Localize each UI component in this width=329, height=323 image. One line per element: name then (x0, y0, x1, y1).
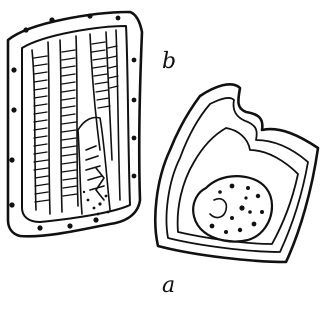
figure-a-nucleus-fold (210, 199, 226, 218)
label-a: a (162, 273, 175, 298)
figure-b-longitudinal-section: b (8, 12, 176, 236)
label-b: b (162, 49, 176, 74)
figure-a-outer-wall (155, 84, 318, 262)
figure-b-central-vessel (78, 118, 110, 215)
figure-a-chromatin-dots (210, 184, 264, 234)
figure-a-cell: a (155, 84, 318, 298)
